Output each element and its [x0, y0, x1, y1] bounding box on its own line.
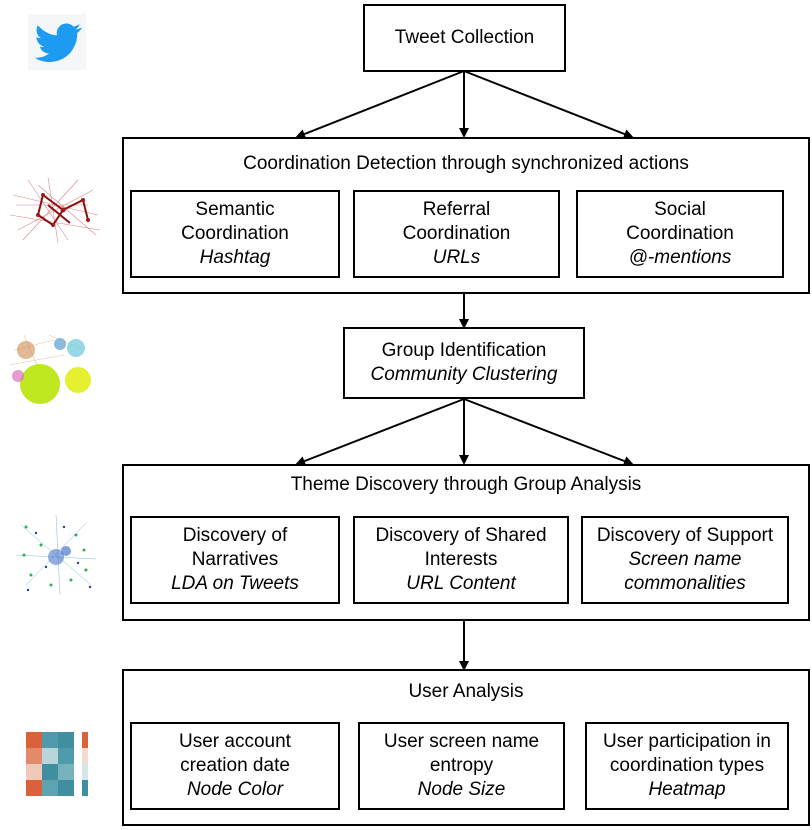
box-method: @-mentions — [628, 247, 732, 268]
participation-box: User participation in coordination types… — [585, 722, 789, 810]
box-line2: Coordination — [626, 223, 734, 244]
box-method: Node Size — [417, 779, 506, 800]
screen-name-entropy-box: User screen name entropy Node Size — [358, 722, 565, 810]
group-method: Community Clustering — [370, 364, 558, 385]
theme-title: Theme Discovery through Group Analysis — [290, 474, 642, 495]
box-line2: coordination types — [609, 755, 765, 776]
support-box: Discovery of Support Screen name commona… — [581, 516, 789, 604]
box-method: Heatmap — [648, 779, 726, 800]
box-line1: User participation in — [603, 731, 771, 752]
coordination-network-icon — [9, 176, 101, 244]
box-line2: Coordination — [181, 223, 289, 244]
tweet-collection-label: Tweet Collection — [394, 27, 535, 48]
box-line2: creation date — [180, 755, 290, 776]
narratives-box: Discovery of Narratives LDA on Tweets — [130, 516, 340, 604]
box-line2: entropy — [429, 755, 494, 776]
box-line1: Semantic — [195, 199, 275, 220]
box-line1: User account — [179, 731, 291, 752]
user-analysis-title: User Analysis — [408, 681, 524, 702]
box-line1: Social — [654, 199, 706, 220]
box-line1: Referral — [422, 199, 491, 220]
box-method: LDA on Tweets — [171, 573, 299, 594]
heatmap-icon — [26, 732, 88, 796]
arrow-group-to-theme-left — [295, 398, 465, 466]
box-method: URL Content — [406, 573, 516, 594]
group-identification-box: Group Identification Community Clusterin… — [343, 327, 585, 399]
referral-coordination-box: Referral Coordination URLs — [353, 190, 560, 278]
box-line1: User screen name — [383, 731, 540, 752]
theme-network-icon — [16, 515, 96, 595]
shared-interests-box: Discovery of Shared Interests URL Conten… — [353, 516, 569, 604]
coordination-title: Coordination Detection through synchroni… — [243, 153, 689, 174]
social-coordination-box: Social Coordination @-mentions — [576, 190, 784, 278]
box-method: URLs — [432, 247, 481, 268]
box-line2: Coordination — [402, 223, 511, 244]
box-line2: Narratives — [191, 549, 279, 570]
twitter-bird-icon — [28, 14, 86, 70]
box-line1: Discovery of Support — [596, 525, 774, 546]
group-title: Group Identification — [381, 340, 547, 361]
box-line2: Interests — [424, 549, 498, 570]
box-method: Node Color — [186, 779, 284, 800]
arrow-group-to-theme-right — [463, 398, 634, 466]
community-clusters-icon — [8, 334, 91, 404]
box-line1: Discovery of — [182, 525, 288, 546]
box-line1: Discovery of Shared — [375, 525, 547, 546]
box-method: Hashtag — [199, 247, 271, 268]
box-method: commonalities — [624, 573, 746, 594]
arrow-tweet-to-coordination-right — [463, 70, 634, 139]
semantic-coordination-box: Semantic Coordination Hashtag — [130, 190, 340, 278]
box-line2: Screen name — [628, 549, 742, 570]
arrow-tweet-to-coordination-left — [295, 70, 465, 139]
tweet-collection-box: Tweet Collection — [363, 4, 566, 72]
account-creation-box: User account creation date Node Color — [130, 722, 340, 810]
